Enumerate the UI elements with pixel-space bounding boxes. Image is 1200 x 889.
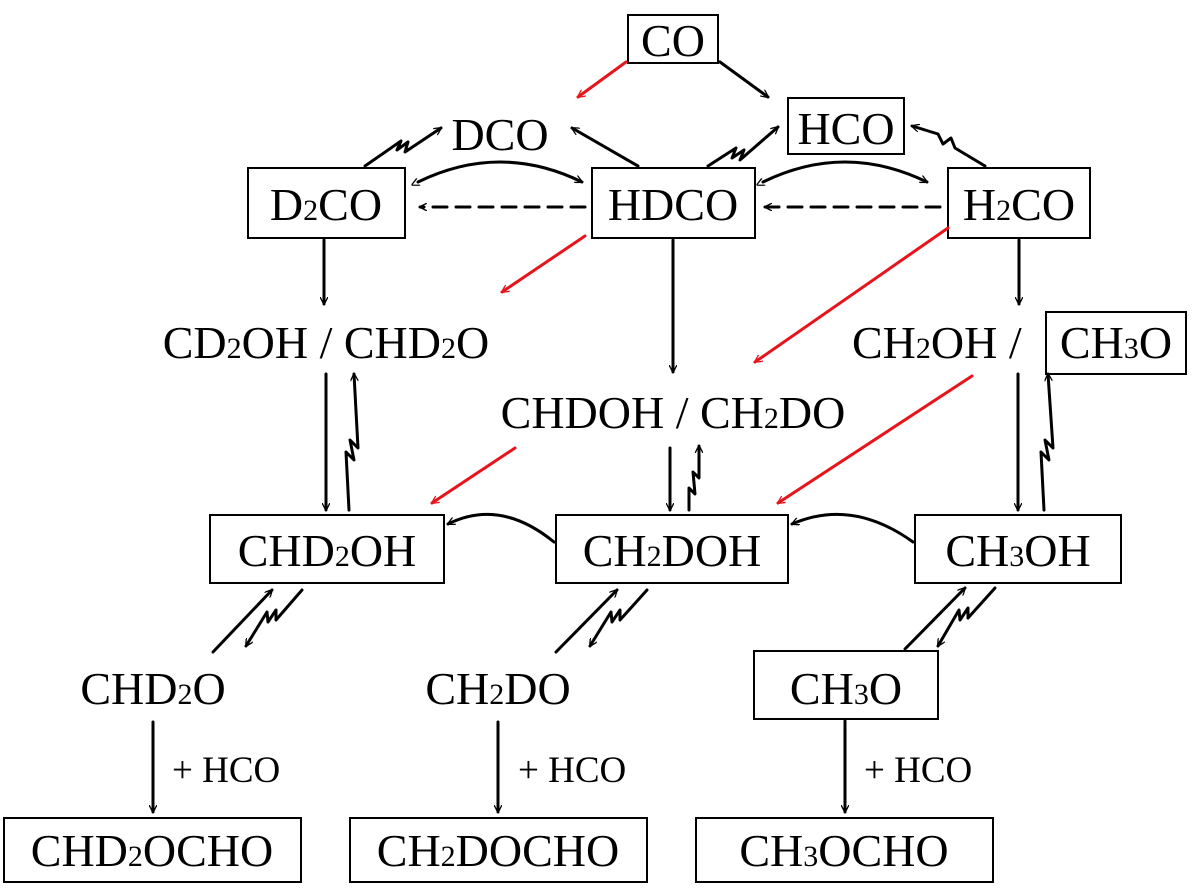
red-arrow-chdoh-to-chd2oh [432,446,517,505]
label-co: CO [641,15,705,66]
zigzag-chd2oh-to-chd2o [244,588,304,646]
curved-exchange-d2co-hdco [418,160,582,182]
label-chd2ocho: CHD2OCHO [31,825,273,876]
curved-arrow-ch2doh-to-chd2oh [448,512,556,544]
hdco-box [591,167,756,239]
hco-box [787,97,905,155]
label-ch2docho: CH2DOCHO [377,825,619,876]
reagent-label-middle: + HCO [518,750,626,791]
red-arrow-hdco-to-cd2oh [502,234,587,294]
ch3oh-box [914,514,1122,584]
zigzag-hdco-to-hco [706,125,778,168]
label-chd2o: CHD2O [80,663,225,714]
red-arrow-co-to-dco [578,60,628,99]
label-hdco: HDCO [608,179,738,230]
red-arrow-ch2oh-to-ch2doh [778,374,974,505]
zigzag-ch2doh-to-chdoh [687,444,699,512]
ch3o-bottom-box [753,650,939,720]
arrow-ch2do-to-ch2doh [554,590,617,654]
h2co-box [947,167,1091,239]
ch2doh-box [555,514,789,584]
label-chdoh-ch2do: CHDOH / CH2DO [501,387,846,438]
zigzag-chd2oh-to-cd2oh [344,372,360,512]
ch3ocho-box [695,817,994,883]
label-d2co: D2CO [270,179,382,230]
curved-arrow-ch3oh-to-ch2doh [792,512,915,544]
zigzag-d2co-to-dco [363,126,441,168]
arrow-chd2o-to-chd2oh [211,590,272,654]
label-ch3oh: CH3OH [945,525,1090,576]
ch2docho-box [349,817,648,883]
label-ch3ocho: CH3OCHO [739,825,948,876]
label-cd2oh-chd2o: CD2OH / CHD2O [163,317,489,368]
reagent-label-left: + HCO [172,750,280,791]
label-ch3o-top: CH3O [1060,317,1172,368]
ch3o-top-box [1045,311,1187,375]
label-ch2do: CH2DO [425,663,570,714]
zigzag-ch3oh-to-ch3o [936,586,997,646]
label-dco: DCO [451,109,548,160]
chd2ocho-box [3,817,302,883]
d2co-box [247,167,406,239]
label-h2co: H2CO [963,179,1075,230]
zigzag-ch2doh-to-ch2do [588,588,649,646]
arrow-co-to-hco [718,60,768,99]
chd2oh-box [209,514,445,584]
arrow-hdco-to-dco [572,126,640,168]
co-box [627,14,719,64]
reagent-label-right: + HCO [864,750,972,791]
zigzag-h2co-to-hco [912,126,987,168]
label-chd2oh: CHD2OH [238,525,417,576]
label-ch2doh: CH2DOH [583,525,762,576]
curved-exchange-hdco-h2co [763,160,927,182]
zigzag-ch3oh-to-ch3o-top [1039,372,1055,512]
arrow-ch3o-to-ch3oh [903,588,965,651]
label-hco: HCO [797,103,894,154]
label-ch3o-bottom: CH3O [790,663,902,714]
red-arrow-h2co-to-chdoh [755,226,950,364]
label-ch2oh: CH2OH / [852,317,1022,368]
